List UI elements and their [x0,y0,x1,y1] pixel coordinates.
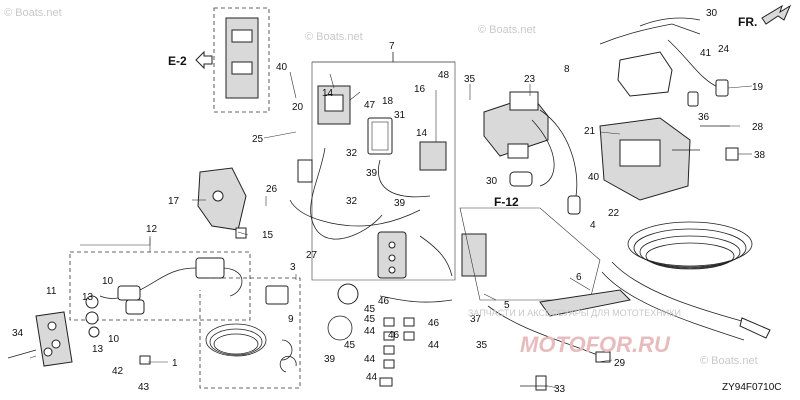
callout-48: 48 [438,70,450,81]
callout-1: 1 [172,358,178,369]
watermark-brand: ЗАПЧАСТИ И АКСЕССУАРЫ ДЛЯ МОТОТЕХНИКИ [468,308,681,318]
grommet [85,295,99,309]
wire-coil-3 [205,323,267,357]
callout-39b: 39 [394,198,406,209]
callout-12: 12 [146,224,158,235]
callout-28: 28 [752,122,764,133]
callout-46b: 46 [428,318,440,329]
callout-23: 23 [524,74,536,85]
callout-46c: 46 [388,330,400,341]
callout-7: 7 [389,41,395,52]
callout-25: 25 [252,134,264,145]
callout-18: 18 [382,96,394,107]
callout-32a: 32 [346,148,358,159]
switch-panel-11 [35,311,73,367]
callout-36: 36 [698,112,710,123]
callout-15: 15 [262,230,274,241]
callout-10a: 10 [102,276,114,287]
callout-33: 33 [554,384,566,395]
callout-4: 4 [590,220,596,231]
harness-wire-a [310,147,383,240]
battery-cable-coil [627,221,753,270]
callout-9: 9 [288,314,294,325]
callout-6: 6 [576,272,582,283]
front-arrow-icon [761,4,792,25]
ref-f12: F-12 [494,195,519,209]
callout-35a: 35 [464,74,476,85]
watermark-top-left: © Boats.net [4,7,62,19]
callout-29: 29 [614,358,626,369]
callout-45a: 45 [364,304,376,315]
callout-32b: 32 [346,196,358,207]
connector-plug [195,257,225,279]
callout-31: 31 [394,110,406,121]
callout-40b: 40 [588,172,600,183]
callout-37: 37 [470,314,482,325]
callout-44b: 44 [428,340,440,351]
callout-45b: 45 [344,340,356,351]
watermark-top-mid: © Boats.net [305,31,363,43]
callout-30b: 30 [486,176,498,187]
callout-38: 38 [754,150,766,161]
callout-24: 24 [718,44,730,55]
callout-16: 16 [414,84,426,95]
callout-34: 34 [12,328,24,339]
callout-17: 17 [168,196,180,207]
ref-e2: E-2 [168,54,187,68]
watermark-brand-logo: MOTOFOR.RU [520,332,671,357]
battery-cable-lead [611,261,761,327]
cdi-unit [461,233,487,277]
diagram-code: ZY94F0710C [722,382,781,393]
callout-39c: 39 [324,354,336,365]
cable-terminal [739,317,771,339]
wire-clips [379,317,415,387]
callout-19: 19 [752,82,764,93]
grommet-large [337,283,359,305]
callout-42: 42 [112,366,124,377]
callout-44c: 44 [364,354,376,365]
spark-plug-cap [567,195,581,215]
callout-43: 43 [138,382,150,393]
callout-44a: 44 [364,326,376,337]
callout-8: 8 [564,64,570,75]
callout-27: 27 [306,250,318,261]
callout-40a: 40 [276,62,288,73]
callout-14a: 14 [322,88,334,99]
watermark-top-right: © Boats.net [478,24,536,36]
callout-47: 47 [364,100,376,111]
callout-13a: 13 [82,292,94,303]
callout-20: 20 [292,102,304,113]
callout-13b: 13 [92,344,104,355]
callout-3: 3 [290,262,296,273]
callout-45c: 45 [364,314,376,325]
ref-front: FR. [738,15,757,29]
callout-46a: 46 [378,296,390,307]
callout-30a: 30 [706,8,718,19]
callout-5: 5 [504,300,510,311]
plug-3 [265,285,289,305]
e2-arrow-icon [195,50,213,70]
cable-clamp-6 [539,289,632,317]
callout-39a: 39 [366,168,378,179]
callout-22: 22 [608,208,620,219]
e2-bracket-box [213,7,270,113]
leader-lines [29,71,753,389]
callout-11: 11 [46,286,57,297]
callout-14b: 14 [416,128,428,139]
gasket-plate [367,117,393,155]
f12-panel [459,207,601,301]
ignition-module [419,141,447,171]
watermark-bottom-right: © Boats.net [700,355,758,367]
sub-harness-box-12 [69,251,251,321]
callout-labels: 1 3 4 5 6 8 9 10 10 11 12 13 13 14 14 15… [12,8,766,395]
callout-44d: 44 [366,372,378,383]
callout-26: 26 [266,184,278,195]
callout-41: 41 [700,48,712,59]
callout-35b: 35 [476,340,488,351]
relay-cover [617,51,673,97]
callout-21: 21 [584,126,596,137]
callout-10b: 10 [108,334,120,345]
